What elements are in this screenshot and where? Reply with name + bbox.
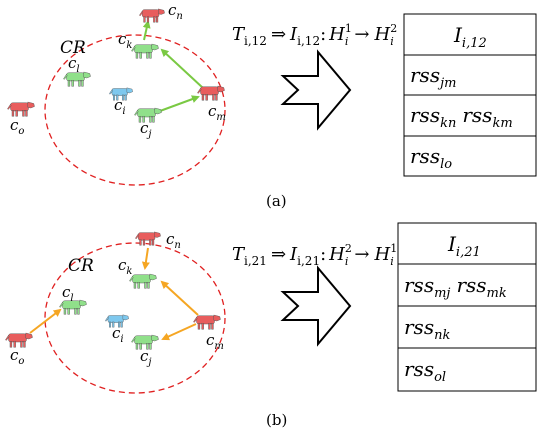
cow-m-icon <box>193 314 221 330</box>
communication-range-circle <box>44 242 226 394</box>
communication-range-circle <box>44 34 226 186</box>
edge-o-to-l <box>29 308 62 334</box>
node-label-j: cj <box>140 347 152 368</box>
node-label-o: co <box>10 346 24 367</box>
table-header: Ii,21 <box>447 232 481 260</box>
node-label-l: cl <box>68 54 80 75</box>
cow-k-icon <box>131 43 159 59</box>
edge-n-to-k <box>141 247 150 270</box>
edge-m-to-k <box>160 48 204 89</box>
node-label-n: cn <box>166 230 181 251</box>
table-header: Ii,12 <box>453 23 487 51</box>
node-label-i: ci <box>112 324 124 345</box>
node-label-j: cj <box>140 119 152 140</box>
table-row: rssnk <box>404 315 450 343</box>
node-label-k: ck <box>118 30 132 51</box>
table-row: rssol <box>404 357 446 385</box>
cow-m-icon <box>197 85 225 101</box>
node-label-n: cn <box>168 1 183 22</box>
caption-b: (b) <box>266 411 287 429</box>
big-arrow-icon <box>280 265 352 347</box>
big-arrow-icon <box>280 49 352 131</box>
cow-o-icon <box>7 101 35 117</box>
region-label: CR <box>60 38 86 58</box>
cow-n-icon <box>139 8 165 23</box>
table-row: rssjm <box>410 63 456 91</box>
edge-k-to-n <box>142 20 151 41</box>
edge-m-to-j <box>161 323 197 341</box>
cow-k-icon <box>129 273 157 289</box>
region-label: CR <box>68 256 94 276</box>
node-label-m: cm <box>206 331 224 352</box>
table-row: rsslo <box>410 144 452 172</box>
edge-m-to-k <box>160 280 199 316</box>
node-label-o: co <box>10 116 24 137</box>
edge-j-to-m <box>159 95 200 112</box>
node-label-m: cm <box>208 102 226 123</box>
caption-a: (a) <box>266 192 287 210</box>
node-label-l: cl <box>62 283 74 304</box>
node-label-k: ck <box>118 256 132 277</box>
node-label-i: ci <box>114 96 126 117</box>
